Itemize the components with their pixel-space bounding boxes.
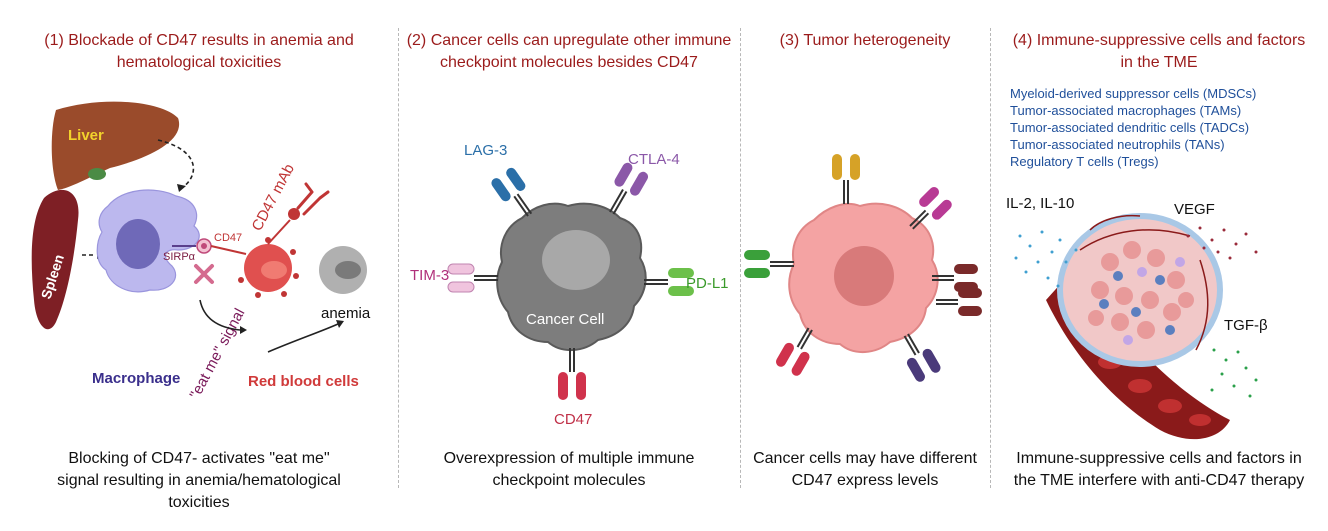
divider-3: [990, 28, 991, 488]
ctla4-receptor: [609, 162, 649, 215]
cd47-label-2: CD47: [554, 411, 592, 428]
list-item: Tumor-associated dendritic cells (TADCs): [1010, 120, 1250, 135]
divider-1: [398, 28, 399, 488]
pdl1-receptor: [644, 268, 694, 296]
sirpa-label: SIRPα: [163, 251, 196, 263]
receptor-red: [775, 327, 813, 376]
receptor-green: [744, 250, 794, 278]
macrophage-label: Macrophage: [92, 370, 180, 387]
liver-to-macrophage-arrow: [157, 139, 195, 189]
cancer-cell-label: Cancer Cell: [526, 311, 604, 328]
receptor-purple: [903, 333, 941, 382]
panel-4-caption: Immune-suppressive cells and factors in …: [1013, 450, 1305, 489]
immune-cell-list: Myeloid-derived suppressor cells (MDSCs)…: [1010, 85, 1256, 170]
panel-tme: (4) Immune-suppressive cells and factors…: [990, 0, 1328, 531]
panel-2-title: (2) Cancer cells can upregulate other im…: [406, 32, 732, 71]
panel-2-illustration: Cancer Cell LAG-3 CTLA-4 TIM-3: [410, 142, 729, 428]
panel-3-title: (3) Tumor heterogeneity: [779, 32, 951, 49]
ctla4-label: CTLA-4: [628, 151, 680, 168]
lag3-label: LAG-3: [464, 142, 507, 159]
cancer-cell-nucleus: [542, 230, 610, 290]
panel-1-caption: Blocking of CD47- activates "eat me" sig…: [57, 450, 341, 511]
anemia-label: anemia: [321, 305, 371, 322]
cd47-receptor: [558, 348, 586, 400]
tim3-receptor: [447, 263, 498, 293]
panel-anemia: (1) Blockade of CD47 results in anemia a…: [0, 0, 398, 531]
macrophage-nucleus: [116, 219, 160, 269]
list-item: Regulatory T cells (Tregs): [1010, 154, 1159, 169]
panel-1-title: (1) Blockade of CD47 results in anemia a…: [44, 32, 354, 71]
panel-1-illustration: Liver Spleen Macrophage SIRPα CD47: [31, 101, 371, 402]
lag3-receptor: [491, 167, 533, 217]
receptor-magenta: [909, 187, 952, 230]
panel-4-title: (4) Immune-suppressive cells and factors…: [1012, 32, 1306, 71]
rbc-label: Red blood cells: [248, 373, 359, 390]
mab-label: CD47 mAb: [249, 161, 298, 234]
panel-2-caption: Overexpression of multiple immune checkp…: [443, 450, 695, 489]
tumor-cell-nucleus: [834, 246, 894, 306]
divider-2: [740, 28, 741, 488]
liver-icon: [51, 101, 180, 190]
eat-me-label: "eat me" signal: [187, 306, 249, 402]
panel-3-caption: Cancer cells may have different CD47 exp…: [753, 450, 977, 489]
receptor-gold: [832, 154, 860, 204]
pdl1-label: PD-L1: [686, 275, 729, 292]
receptor-darkred-1: [932, 264, 978, 292]
block-x-icon: [194, 264, 214, 284]
list-item: Tumor-associated macrophages (TAMs): [1010, 103, 1242, 118]
spleen-icon: [31, 189, 79, 330]
panel-checkpoints: (2) Cancer cells can upregulate other im…: [398, 0, 740, 531]
list-item: Tumor-associated neutrophils (TANs): [1010, 137, 1225, 152]
tim3-label: TIM-3: [410, 267, 449, 284]
cd47-label: CD47: [214, 232, 242, 244]
list-item: Myeloid-derived suppressor cells (MDSCs): [1010, 86, 1257, 101]
gallbladder-icon: [88, 168, 106, 180]
antibody-icon: [296, 182, 330, 216]
receptor-darkred-2: [936, 288, 982, 316]
panel-heterogeneity: (3) Tumor heterogeneity: [740, 0, 990, 531]
panel-3-illustration: [744, 154, 982, 382]
anemia-arrow: [267, 323, 339, 353]
liver-label: Liver: [68, 127, 104, 144]
eat-me-arrow: [199, 299, 241, 331]
